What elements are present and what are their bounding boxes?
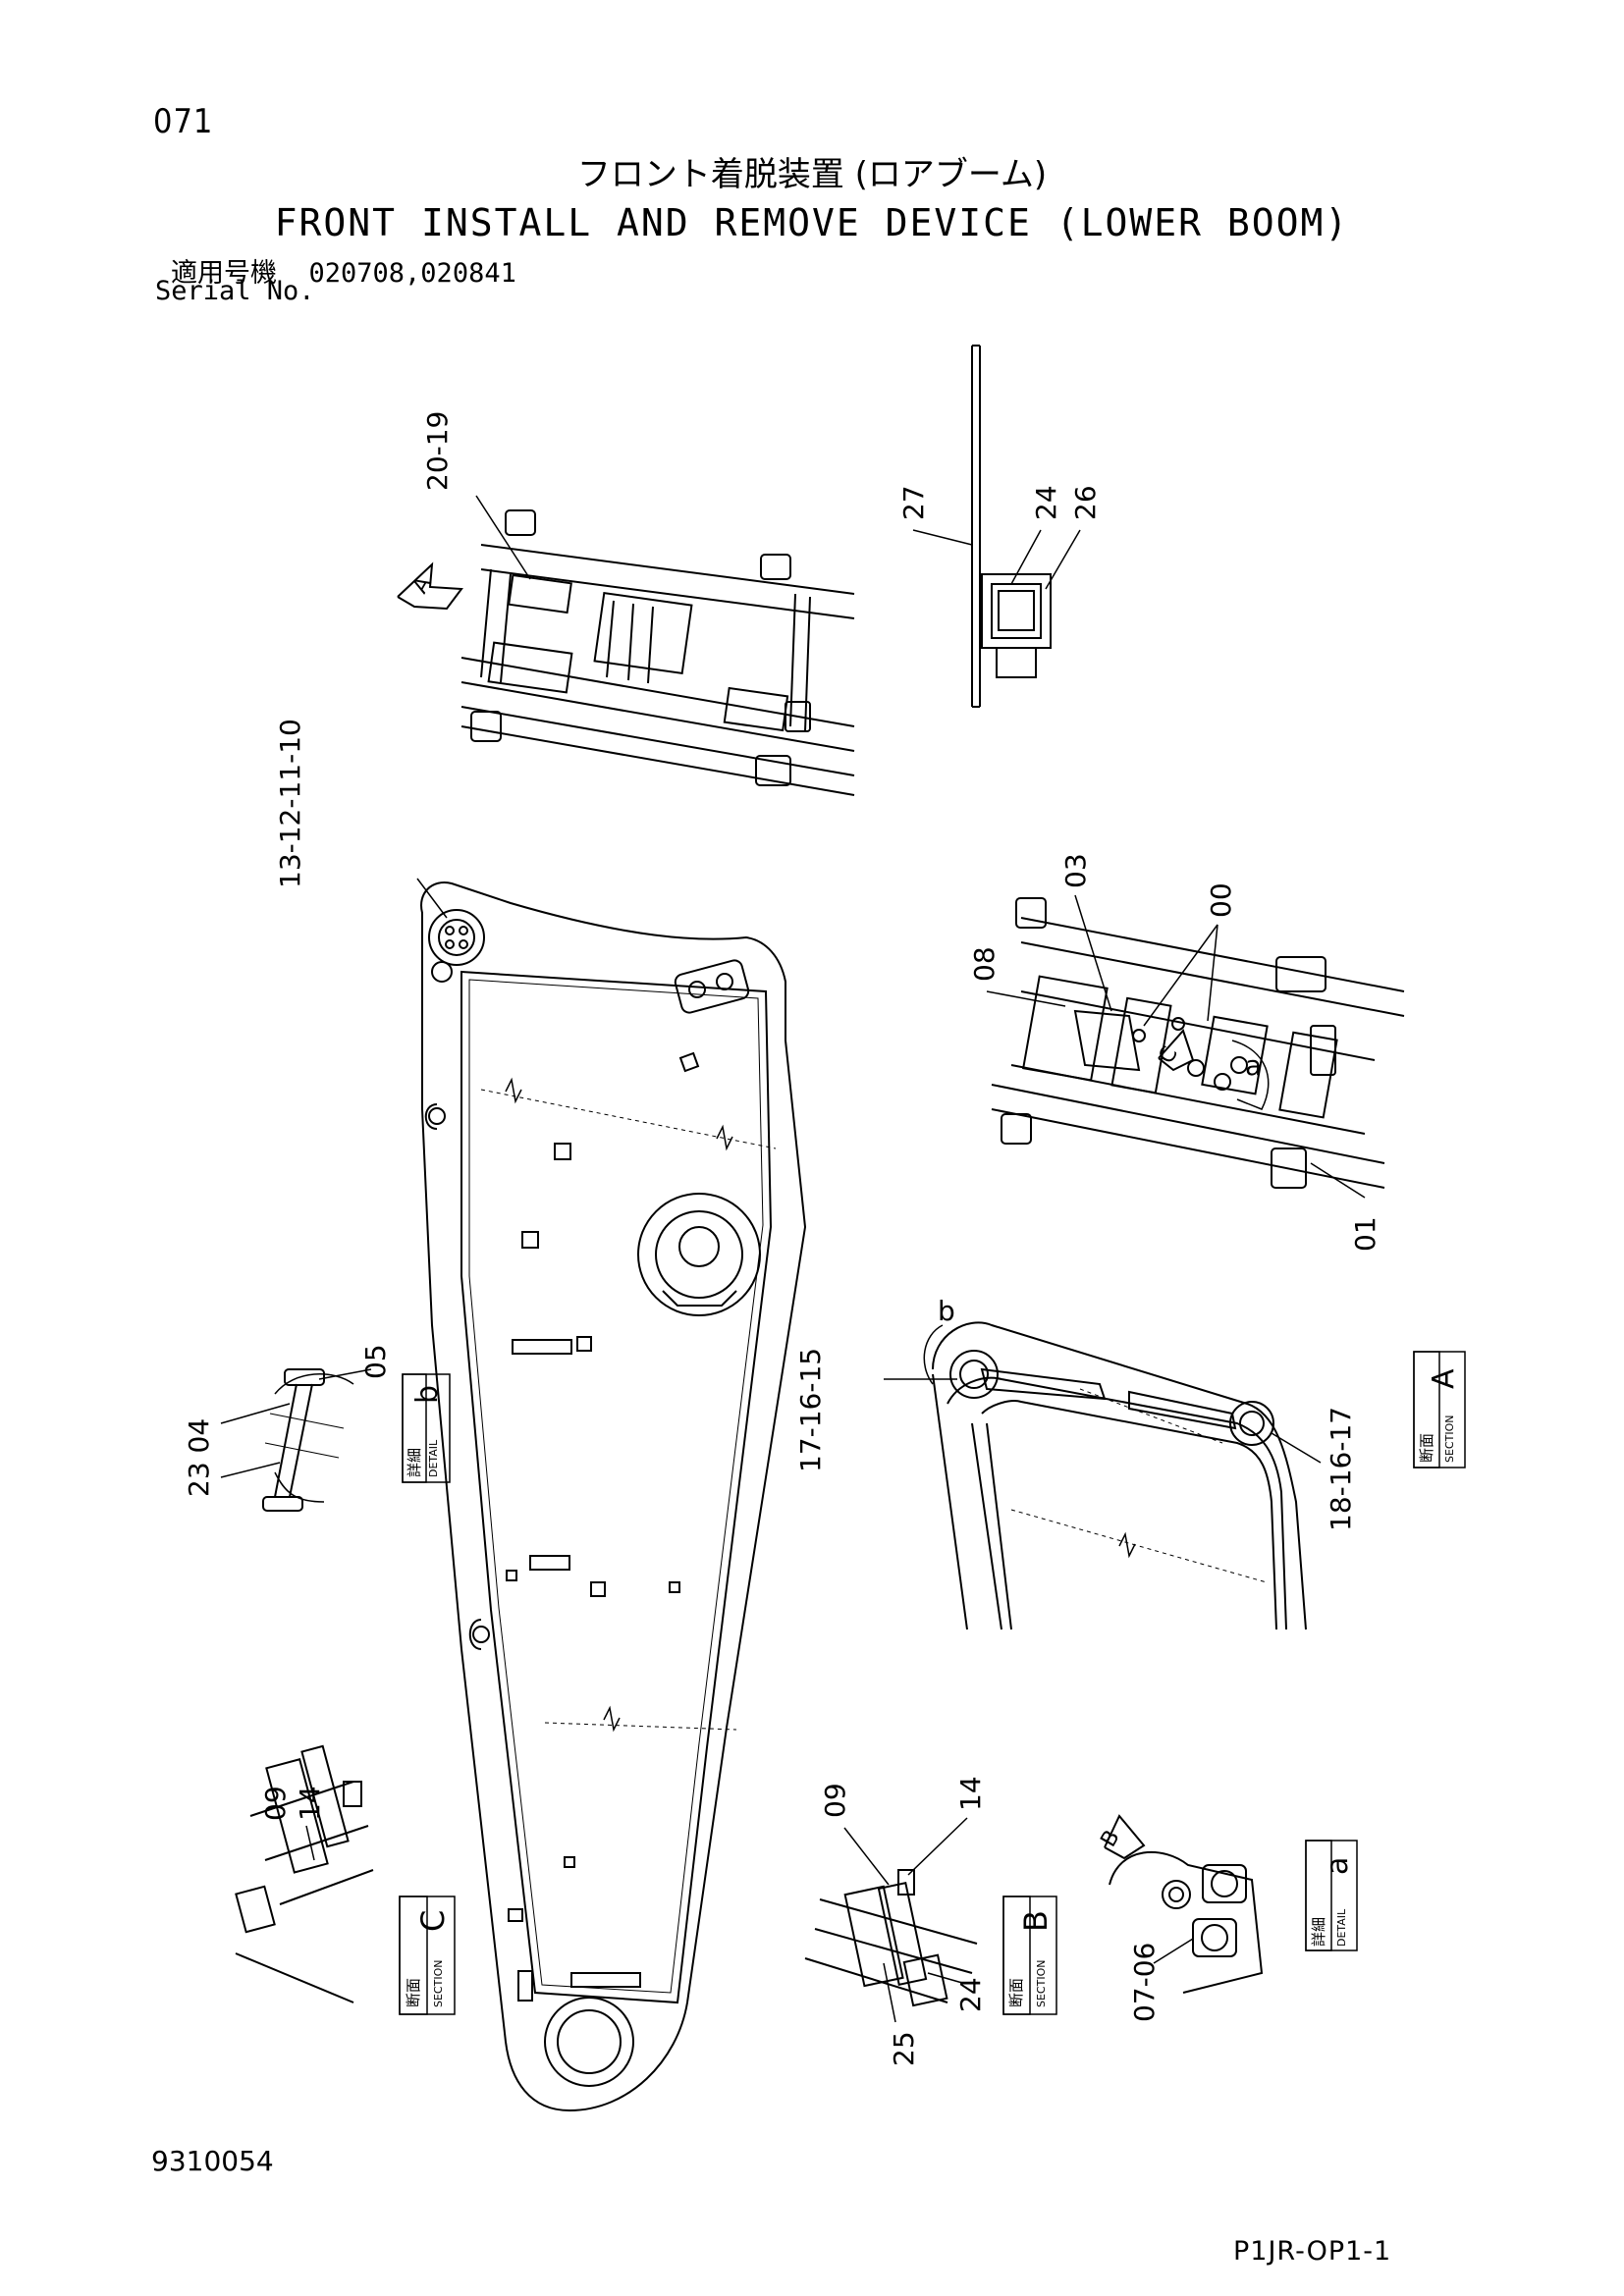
detail-box-a-letter: a	[1321, 1857, 1355, 1875]
callout-14-left: 14	[294, 1786, 326, 1821]
iso-pin-mechanism-view	[991, 897, 1405, 1189]
view-arrow-c	[1158, 1029, 1195, 1072]
callout-08: 08	[968, 946, 1001, 982]
view-arrow-a	[397, 561, 463, 611]
section-box-c	[399, 1896, 456, 2015]
detail-box-b-letter: b	[410, 1385, 445, 1404]
document-number: 9310054	[151, 2145, 274, 2177]
detail-b-pin	[262, 1368, 354, 1512]
page-number: 071	[153, 102, 214, 141]
callout-27: 27	[897, 485, 930, 520]
section-box-a-label: SECTION	[1443, 1415, 1456, 1463]
title-english: FRONT INSTALL AND REMOVE DEVICE (LOWER B…	[274, 201, 1350, 244]
lower-boom-side-view	[420, 881, 807, 2112]
view-arrow-b-label: B	[1097, 1826, 1125, 1851]
callout-00: 00	[1205, 882, 1237, 918]
section-box-b-label: SECTION	[1035, 1960, 1048, 2007]
callout-17-15: 17-16-15	[794, 1348, 827, 1472]
section-box-a-letter: A	[1427, 1368, 1461, 1389]
detail-box-a-label: DETAIL	[1335, 1908, 1348, 1947]
view-arrow-b	[1104, 1814, 1146, 1860]
view-arrow-a-label: A	[408, 572, 437, 598]
title-japanese: フロント着脱装置 (ロアブーム)	[576, 155, 1048, 194]
callout-26: 26	[1069, 485, 1102, 520]
detail-box-b-kanji: 詳細	[406, 1448, 423, 1477]
callout-24-mid: 24	[954, 1977, 987, 2012]
serial-label-en: Serial No.	[155, 276, 315, 306]
serial-label-jp: 適用号機	[171, 258, 277, 289]
detail-box-a	[1305, 1840, 1358, 1951]
section-a-pin-view	[971, 345, 1052, 708]
sheet-code: P1JR-OP1-1	[1233, 2236, 1392, 2267]
callout-25: 25	[888, 2031, 920, 2066]
section-box-c-label: SECTION	[432, 1960, 445, 2007]
callout-20-19: 20-19	[421, 411, 454, 491]
callout-05: 05	[359, 1344, 392, 1379]
callout-09-mid: 09	[819, 1783, 851, 1818]
view-arrow-a-small-label: a	[1245, 1049, 1262, 1082]
detail-box-b	[402, 1373, 451, 1483]
serial-line: 適用号機 020708,020841	[171, 251, 516, 290]
callout-23-04: 23 04	[183, 1418, 215, 1497]
callout-13-10: 13-12-11-10	[274, 719, 306, 888]
section-box-b-letter: B	[1017, 1910, 1055, 1932]
section-a-view	[932, 1321, 1307, 1630]
section-box-a	[1413, 1351, 1466, 1468]
detail-a-view	[1109, 1851, 1264, 1994]
section-box-b-kanji: 断面	[1007, 1978, 1025, 2007]
detail-box-a-kanji: 詳細	[1310, 1917, 1327, 1947]
callout-07-06: 07-06	[1128, 1943, 1161, 2022]
callout-18-17: 18-16-17	[1325, 1407, 1357, 1531]
section-box-a-kanji: 断面	[1418, 1433, 1435, 1463]
section-box-c-letter: C	[414, 1910, 452, 1932]
callout-24-top: 24	[1030, 485, 1062, 520]
callout-01: 01	[1349, 1216, 1381, 1252]
detail-box-b-label: DETAIL	[427, 1439, 440, 1477]
serial-values: 020708,020841	[308, 258, 516, 289]
section-box-b	[1002, 1896, 1057, 2015]
section-c-view	[235, 1744, 374, 2003]
callout-03: 03	[1059, 853, 1092, 888]
section-box-c-kanji: 断面	[405, 1978, 422, 2007]
view-arrow-b-small-label: b	[938, 1295, 955, 1327]
callout-14-mid: 14	[954, 1776, 987, 1811]
callout-09-left: 09	[259, 1786, 292, 1821]
top-plan-view	[460, 509, 855, 796]
section-b-view	[804, 1869, 978, 2007]
